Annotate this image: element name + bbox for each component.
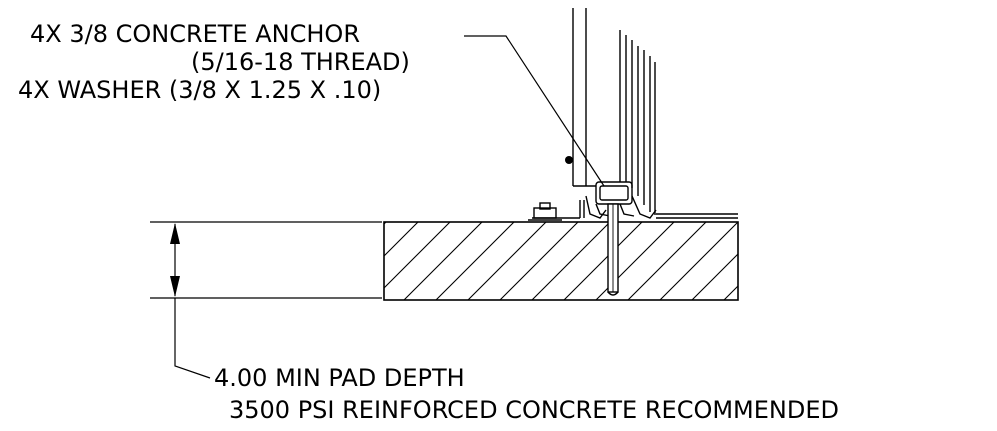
- base-track: [532, 181, 738, 219]
- anchor-leader: [464, 35, 605, 187]
- anchor-washer: [528, 202, 562, 221]
- anchor-callout-line-1: 4X 3/8 CONCRETE ANCHOR: [30, 20, 360, 48]
- dimension-arrow-down: [170, 276, 180, 297]
- depth-callout-line-1: 4.00 MIN PAD DEPTH: [214, 364, 465, 392]
- depth-callout-line-2: 3500 PSI REINFORCED CONCRETE RECOMMENDED: [229, 396, 839, 424]
- concrete-pad: [383, 221, 739, 301]
- concrete-anchor: [607, 203, 619, 296]
- anchor-callout-line-3: 4X WASHER (3/8 X 1.25 X .10): [18, 76, 382, 104]
- frame-assembly: [565, 8, 656, 215]
- dimension-arrow-up: [170, 223, 180, 244]
- anchor-callout-line-2: (5/16-18 THREAD): [191, 48, 410, 76]
- depth-leader: [174, 298, 211, 379]
